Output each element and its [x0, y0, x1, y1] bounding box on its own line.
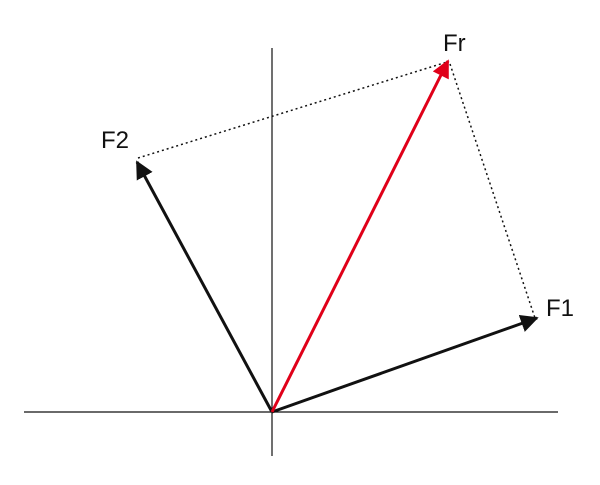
label-fr: Fr	[443, 30, 466, 57]
label-f1: F1	[546, 295, 574, 322]
guide-line-fr-to-f1	[449, 63, 536, 319]
vector-f1	[271, 314, 539, 414]
vector-fr	[270, 59, 450, 413]
label-f2: F2	[101, 127, 129, 154]
guide-line-f2-to-fr	[137, 61, 448, 159]
vector-f2	[135, 160, 274, 413]
